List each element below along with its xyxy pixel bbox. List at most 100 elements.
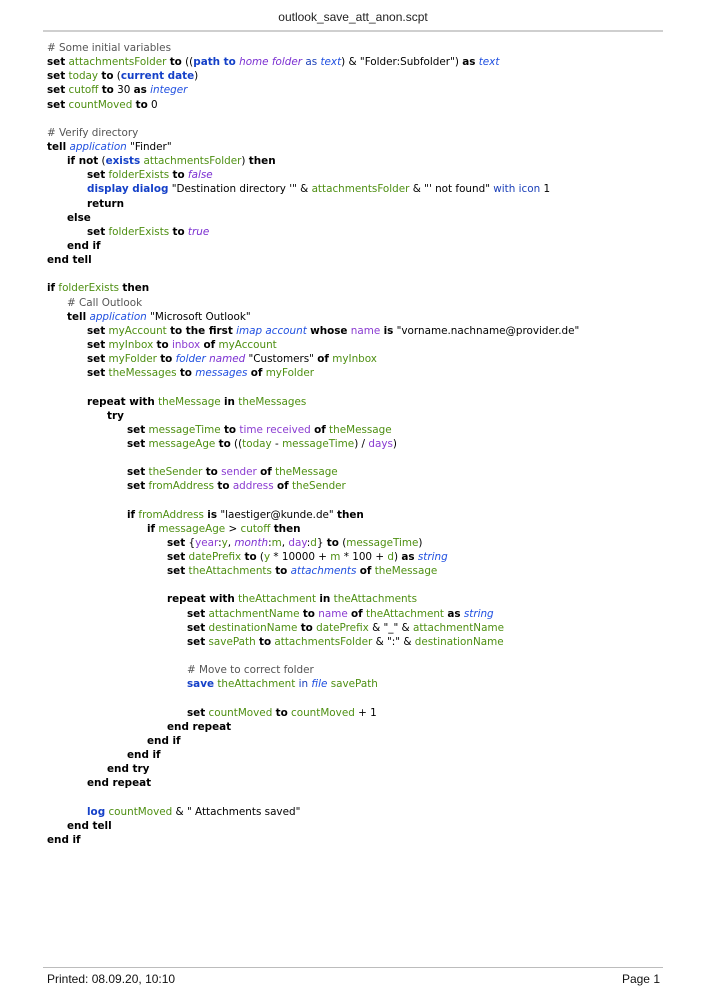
code-line: log countMoved & " Attachments saved" [47,805,687,819]
token-text: & ":" & [372,635,415,648]
token-text: > [225,522,241,535]
token-variable: datePrefix [188,551,242,564]
token-text: 30 [113,84,134,97]
code-line: set attachmentsFolder to ((path to home … [47,55,687,69]
code-line: set myAccount to the first imap account … [47,324,687,338]
token-keyword: end try [107,763,150,776]
code-line: end tell [47,253,687,267]
code-line: else [47,211,687,225]
token-keyword: set [87,353,106,366]
token-keyword: to [101,70,114,83]
token-variable: countMoved [68,98,133,111]
token-command: save [187,678,215,691]
token-variable: fromAddress [138,508,204,521]
token-variable: m [271,536,282,549]
code-line: end if [47,748,687,762]
token-keyword: set [87,367,106,380]
token-keyword: set [187,621,206,634]
token-keyword: set [47,84,66,97]
token-variable: messageAge [158,522,226,535]
token-keyword: as [447,607,461,620]
token-class-name: messages [195,367,248,380]
token-keyword: if [127,508,136,521]
token-text: (( [230,437,243,450]
code-line: set myInbox to inbox of myAccount [47,338,687,352]
token-variable: folderExists [108,169,170,182]
code-line: return [47,197,687,211]
token-command: display dialog [87,183,169,196]
blank-line [47,649,687,663]
token-keyword: to [156,338,169,351]
header-divider [43,30,663,32]
token-text: * 10000 + [270,551,331,564]
token-enumeration: false [187,169,213,182]
token-command: exists [105,155,141,168]
token-variable: myInbox [108,338,154,351]
token-variable: destinationName [414,635,504,648]
token-keyword: to [205,466,218,479]
token-variable: myFolder [265,367,315,380]
token-text: 1 [540,183,551,196]
token-keyword: set [127,466,146,479]
blank-line [47,790,687,804]
token-keyword: set [187,706,206,719]
token-keyword: then [273,522,301,535]
token-keyword: of [260,466,272,479]
token-class-name: application [89,310,147,323]
token-keyword: to [135,98,148,111]
page-number: Page 1 [621,972,660,986]
token-keyword: of [317,353,329,366]
token-variable: theSender [291,480,346,493]
token-variable: y [221,536,228,549]
token-enumeration: home folder [239,56,303,69]
token-text: "laestiger@kunde.de" [217,508,338,521]
token-keyword: is [383,324,394,337]
token-keyword: repeat with [167,593,235,606]
code-line: set messageTime to time received of theM… [47,423,687,437]
token-variable: attachmentName [208,607,300,620]
token-text: * 100 + [340,551,388,564]
code-line: set {year:y, month:m, day:d} to (message… [47,536,687,550]
footer-divider [43,967,663,968]
token-variable: theAttachments [188,565,272,578]
token-keyword: of [359,565,372,578]
token-property: day [288,536,307,549]
token-keyword: set [127,480,146,493]
token-property: year [195,536,219,549]
token-variable: d [310,536,317,549]
token-variable: theAttachment [366,607,444,620]
token-keyword: in [224,395,235,408]
code-line: repeat with theMessage in theMessages [47,395,687,409]
token-variable: theMessage [374,565,438,578]
code-line: repeat with theAttachment in theAttachme… [47,592,687,606]
token-variable: cutoff [68,84,99,97]
token-variable: cutoff [240,522,271,535]
code-line: set folderExists to true [47,225,687,239]
token-command: path to [193,56,236,69]
token-variable: folderExists [58,282,120,295]
token-keyword: to [169,56,182,69]
code-line: set countMoved to countMoved + 1 [47,706,687,720]
code-line: end if [47,239,687,253]
token-text: - [271,437,283,450]
token-class-name: folder [175,353,206,366]
blank-line [47,494,687,508]
code-line: end tell [47,819,687,833]
token-comment: # Call Outlook [67,296,143,309]
blank-line [47,578,687,592]
token-text: : [218,536,222,549]
token-keyword: then [122,282,150,295]
token-variable: attachmentsFolder [68,56,167,69]
code-line: set messageAge to ((today - messageTime)… [47,437,687,451]
token-variable: theMessage [158,395,221,408]
code-line: try [47,409,687,423]
token-keyword: to [101,84,114,97]
token-class-name: text [478,56,500,69]
token-keyword: set [47,70,66,83]
token-keyword: end repeat [87,777,152,790]
blank-line [47,691,687,705]
token-keyword: set [87,169,106,182]
token-text: "Destination directory '" & [168,183,312,196]
code-line: set theSender to sender of theMessage [47,465,687,479]
token-variable: today [242,437,272,450]
